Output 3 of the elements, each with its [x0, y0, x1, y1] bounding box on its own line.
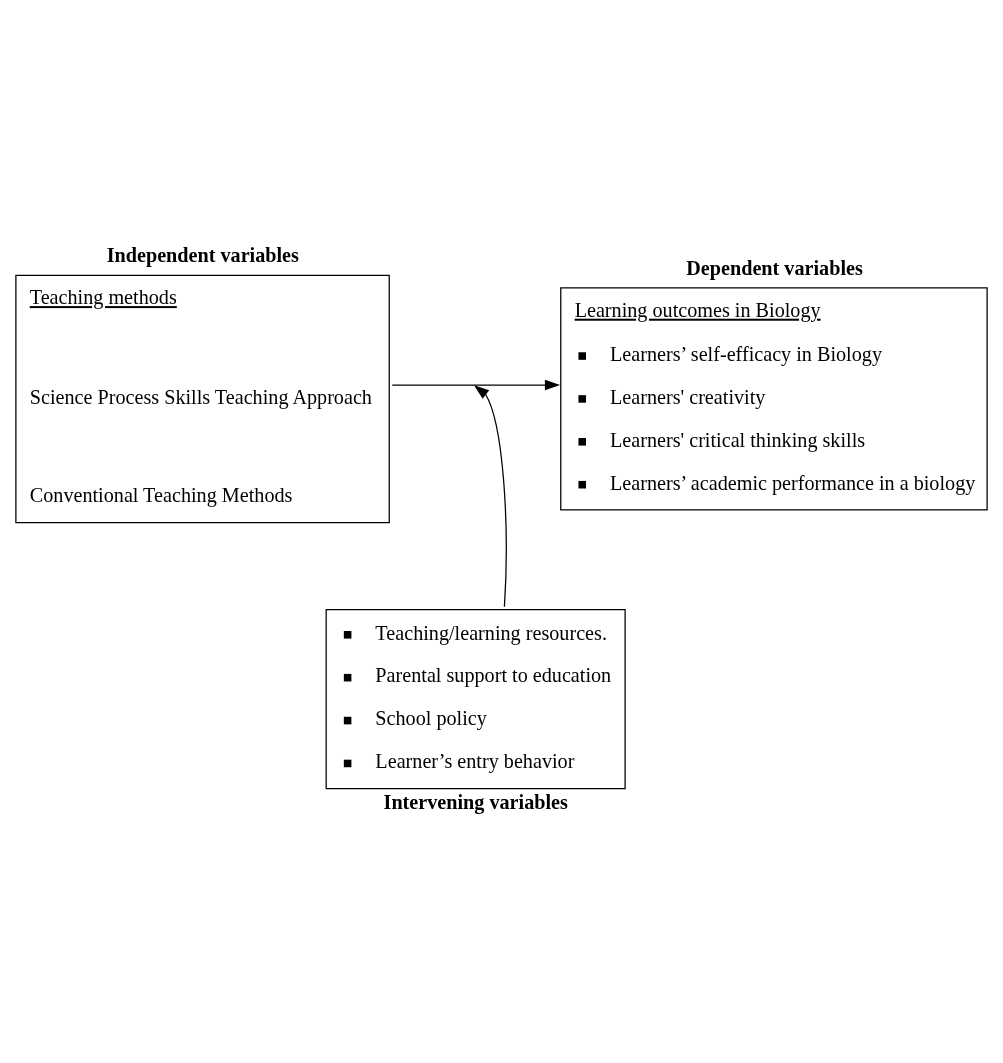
node-label: Intervening variables	[383, 790, 568, 813]
node-label: Dependent variables	[686, 256, 863, 279]
node-label: Independent variables	[106, 243, 299, 266]
